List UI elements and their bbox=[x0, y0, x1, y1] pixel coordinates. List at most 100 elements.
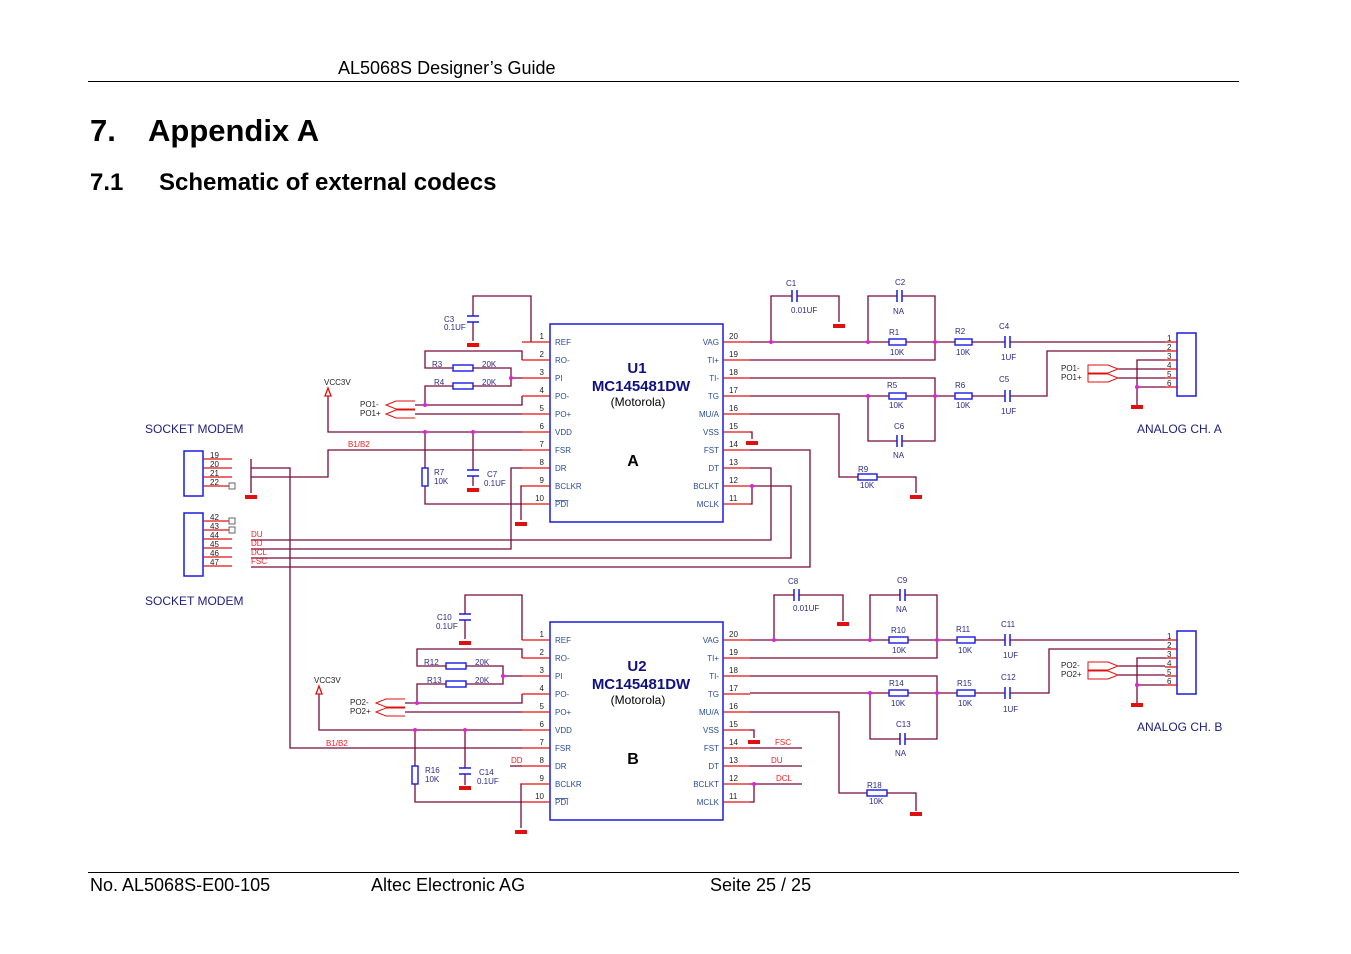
connector-pin-number: 45 bbox=[210, 540, 219, 549]
r18-value: 10K bbox=[869, 797, 884, 806]
r2-value: 10K bbox=[956, 348, 971, 357]
po2m-label-b: PO2- bbox=[1061, 661, 1080, 670]
socket-modem-label-1: SOCKET MODEM bbox=[145, 422, 243, 436]
pin-number: 1 bbox=[540, 630, 545, 639]
r3-value: 20K bbox=[482, 360, 497, 369]
r9-ref: R9 bbox=[858, 465, 869, 474]
po1m-label: PO1- bbox=[360, 400, 379, 409]
vcc-arrow-icon-u2 bbox=[315, 684, 323, 695]
resistor-r4 bbox=[452, 382, 474, 390]
chip-channel: B bbox=[627, 751, 639, 768]
pin-name: TI- bbox=[709, 672, 719, 681]
c8-value: 0.01UF bbox=[793, 604, 819, 613]
connector-pin-number: 21 bbox=[210, 469, 219, 478]
connector-pin-number: 22 bbox=[210, 478, 219, 487]
r5-ref: R5 bbox=[887, 381, 898, 390]
junction-dot bbox=[752, 782, 756, 786]
junction-dot bbox=[866, 340, 870, 344]
pin-number: 12 bbox=[729, 774, 738, 783]
capacitor-c11 bbox=[1004, 634, 1011, 646]
pin-name: FSR bbox=[555, 744, 571, 753]
r12-value: 20K bbox=[475, 658, 490, 667]
c8-ref: C8 bbox=[788, 577, 799, 586]
r12-ref: R12 bbox=[424, 658, 439, 667]
pin-name: PDI bbox=[555, 798, 568, 807]
footer-doc-number: No. AL5068S-E00-105 bbox=[90, 875, 271, 895]
capacitor-c3 bbox=[467, 315, 479, 323]
resistor-r5 bbox=[888, 392, 907, 400]
r4-ref: R4 bbox=[434, 378, 445, 387]
junction-dot bbox=[1135, 385, 1139, 389]
pin-name: BCLKR bbox=[555, 482, 582, 491]
component-labels: C3 0.1UF R3 20K R4 20K R7 10K C7 0.1UF C… bbox=[424, 278, 1018, 806]
pin-number: 6 bbox=[540, 422, 545, 431]
pin-number: 10 bbox=[535, 792, 544, 801]
pin-name: BCLKT bbox=[693, 482, 719, 491]
r15-ref: R15 bbox=[957, 679, 972, 688]
resistor-r16 bbox=[411, 765, 419, 785]
pin-number: 13 bbox=[729, 458, 738, 467]
net-labels: VCC3V VCC3V PO1- PO1+ PO2- PO2+ PO1- PO1… bbox=[145, 364, 1222, 783]
subsection-title: Schematic of external codecs bbox=[159, 169, 497, 196]
r5-value: 10K bbox=[889, 401, 904, 410]
c6-value: NA bbox=[893, 451, 905, 460]
pin-number: 18 bbox=[729, 666, 738, 675]
junction-dot bbox=[423, 430, 427, 434]
connector-pin-number: 5 bbox=[1167, 370, 1172, 379]
resistor-r7 bbox=[421, 467, 429, 487]
pin-name: PI bbox=[555, 672, 563, 681]
po1p-label-a: PO1+ bbox=[1061, 373, 1082, 382]
junction-dot bbox=[471, 430, 475, 434]
subsection-number: 7.1 bbox=[90, 169, 124, 196]
r14-value: 10K bbox=[891, 699, 906, 708]
connector-pin-number: 43 bbox=[210, 522, 219, 531]
ground-icon bbox=[515, 830, 527, 834]
c12-value: 1UF bbox=[1003, 705, 1018, 714]
capacitor-c4 bbox=[1004, 336, 1011, 348]
pin-number: 14 bbox=[729, 738, 738, 747]
ground-icon bbox=[746, 441, 758, 445]
pin-number: 10 bbox=[535, 494, 544, 503]
c11-ref: C11 bbox=[1001, 620, 1016, 629]
ground-icon bbox=[837, 622, 849, 626]
junction-dot bbox=[415, 701, 419, 705]
connector-pin-number: 2 bbox=[1167, 641, 1172, 650]
c14-value: 0.1UF bbox=[477, 777, 499, 786]
connector-pin-number: 3 bbox=[1167, 352, 1172, 361]
pin-name: BCLKR bbox=[555, 780, 582, 789]
capacitor-c10 bbox=[459, 613, 471, 621]
vcc-label-u2: VCC3V bbox=[314, 676, 341, 685]
socket-modem-label-2: SOCKET MODEM bbox=[145, 594, 243, 608]
connector-pin-number: 19 bbox=[210, 451, 219, 460]
pin-name: TI- bbox=[709, 374, 719, 383]
ground-icon bbox=[910, 495, 922, 499]
pin-number: 3 bbox=[540, 368, 545, 377]
pin-name: FSR bbox=[555, 446, 571, 455]
resistor-r18 bbox=[866, 789, 888, 797]
pin-name: DT bbox=[708, 762, 719, 771]
pin-number: 16 bbox=[729, 702, 738, 711]
pin-number: 18 bbox=[729, 368, 738, 377]
pin-number: 19 bbox=[729, 350, 738, 359]
junction-dot bbox=[509, 376, 513, 380]
pin-name: TI+ bbox=[707, 654, 719, 663]
resistor-r13 bbox=[445, 680, 467, 688]
b1b2-label-u2: B1/B2 bbox=[326, 739, 348, 748]
c7-ref: C7 bbox=[487, 470, 498, 479]
chip-ref: U1 bbox=[627, 360, 646, 377]
capacitor-c5 bbox=[1004, 390, 1011, 402]
capacitor-c9 bbox=[899, 589, 906, 601]
connector-pin-number: 6 bbox=[1167, 677, 1172, 686]
resistor-r15 bbox=[956, 689, 976, 697]
footer-company: Altec Electronic AG bbox=[371, 875, 526, 895]
pin-name: REF bbox=[555, 338, 571, 347]
chip-u2: U2MC145481DW(Motorola)B1REF20VAG2RO-19TI… bbox=[522, 621, 750, 821]
junction-dot bbox=[868, 638, 872, 642]
ground-icon bbox=[245, 495, 257, 499]
junction-dot bbox=[866, 394, 870, 398]
wires-u1 bbox=[250, 295, 1165, 749]
c13-value: NA bbox=[895, 749, 907, 758]
junction-dot bbox=[935, 638, 939, 642]
